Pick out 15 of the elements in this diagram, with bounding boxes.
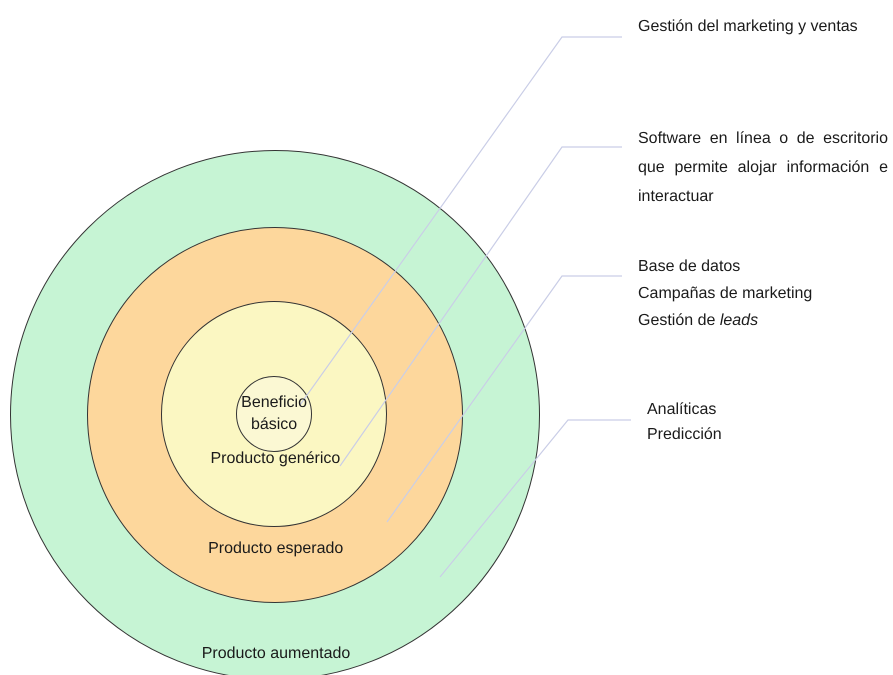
leader-line [386, 275, 622, 522]
ring-label: Producto aumentado [200, 644, 352, 664]
ring-label: Beneficio básico [240, 393, 308, 436]
callout-text: Software en línea o de escritorio que permite alojar información e interactuar [638, 129, 888, 207]
ring-label: Producto genérico [209, 449, 342, 470]
callout-text: Analíticas [647, 400, 718, 420]
ring-label: Producto esperado [207, 538, 344, 559]
leader-line [300, 36, 622, 406]
callout-text: Predicción [647, 425, 723, 445]
leader-line [340, 146, 622, 466]
callout-text: Gestión de leads [638, 311, 760, 331]
callout-text: Base de datos [638, 257, 742, 277]
callout-text: Campañas de marketing [638, 284, 814, 304]
callout-text: Gestión del marketing y ventas [638, 17, 859, 37]
leader-line [440, 419, 631, 578]
